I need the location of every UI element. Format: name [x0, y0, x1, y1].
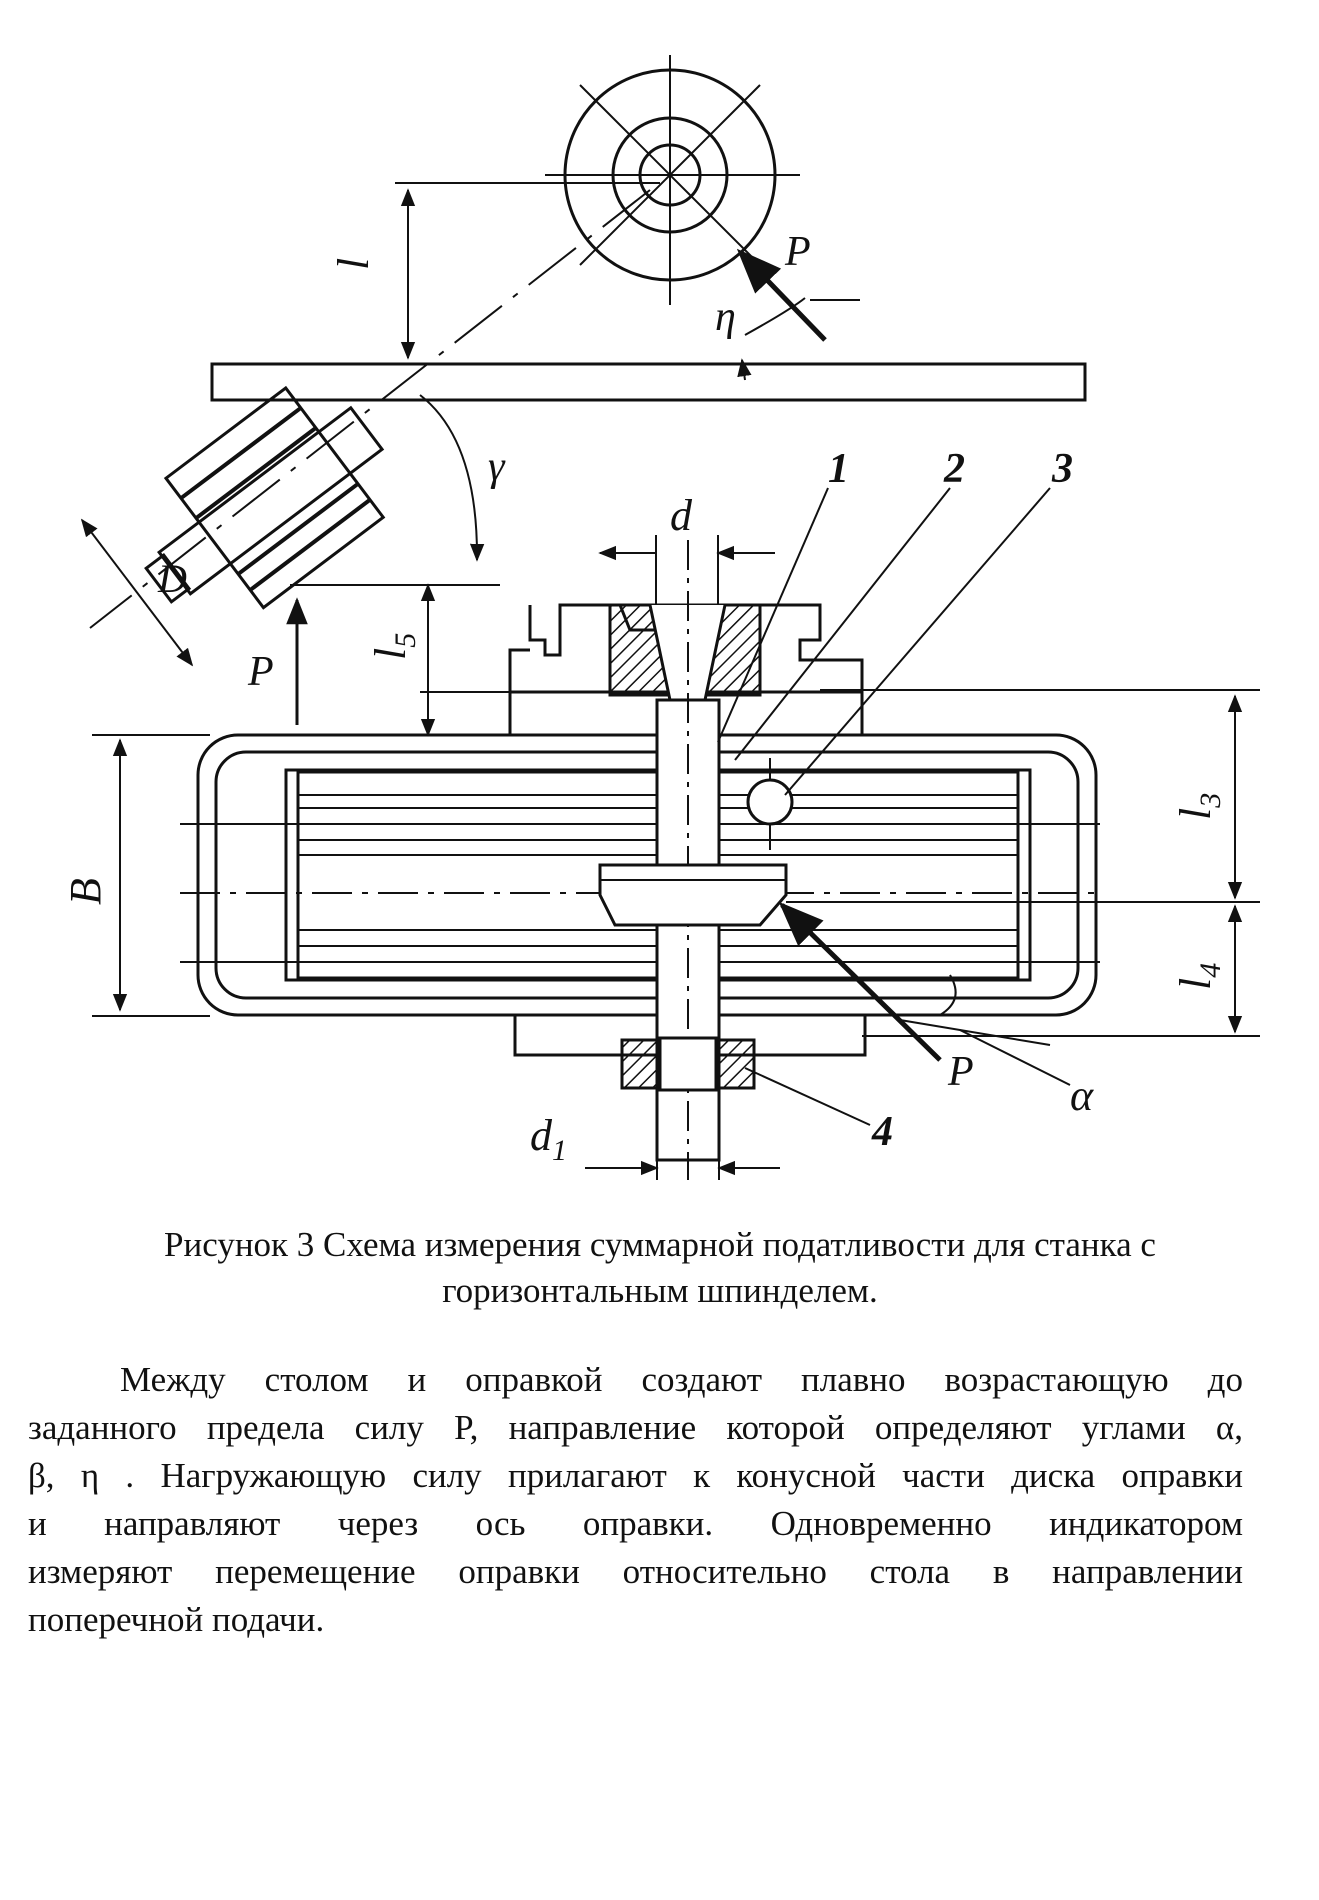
fixture-body	[196, 733, 1098, 1017]
paragraph-line: заданного предела силу P, направление ко…	[28, 1408, 1243, 1447]
caption-line-1: Рисунок 3 Схема измерения суммарной пода…	[164, 1225, 1156, 1264]
paragraph-line: β, η . Нагружающую силу прилагают к кону…	[28, 1456, 1243, 1495]
label-number-4: 4	[871, 1109, 893, 1155]
mandrel-disk	[598, 863, 788, 927]
label-number-2: 2	[943, 446, 965, 492]
machine-table	[210, 362, 1087, 402]
label-number-3: 3	[1051, 446, 1073, 492]
label-l3: l3	[1171, 793, 1227, 820]
label-d: d	[670, 491, 693, 540]
label-P-top: P	[784, 229, 811, 275]
label-number-1: 1	[828, 446, 849, 492]
top-cutter-view	[545, 55, 800, 305]
figure-caption: Рисунок 3 Схема измерения суммарной пода…	[40, 1222, 1280, 1314]
paragraph-line: и направляют через ось оправки. Одноврем…	[28, 1504, 1243, 1543]
body-paragraph: Между столом и оправкой создают плавно в…	[28, 1356, 1243, 1644]
label-l: l	[329, 258, 378, 270]
label-l5: l5	[366, 633, 422, 660]
caption-line-2: горизонтальным шпинделем.	[442, 1271, 878, 1310]
label-P-left: P	[247, 649, 274, 695]
label-gamma: γ	[488, 444, 506, 490]
label-B: B	[61, 878, 110, 905]
paragraph-line: поперечной подачи.	[28, 1600, 325, 1639]
measurement-scheme-figure: l P η γ 1 2 3 d D P l5 l3 B l4 P α d1 4	[61, 55, 1260, 1180]
label-P-bottom: P	[947, 1049, 974, 1095]
label-alpha: α	[1070, 1071, 1094, 1120]
tilted-cutter	[144, 385, 386, 610]
indicator-ball	[746, 778, 794, 826]
label-l4: l4	[1171, 963, 1227, 990]
label-d1: d1	[530, 1111, 567, 1167]
label-eta: η	[715, 294, 736, 340]
paragraph-line: измеряют перемещение оправки относительн…	[28, 1552, 1243, 1591]
label-D: D	[157, 556, 187, 601]
paragraph-line: Между столом и оправкой создают плавно в…	[120, 1360, 1243, 1399]
